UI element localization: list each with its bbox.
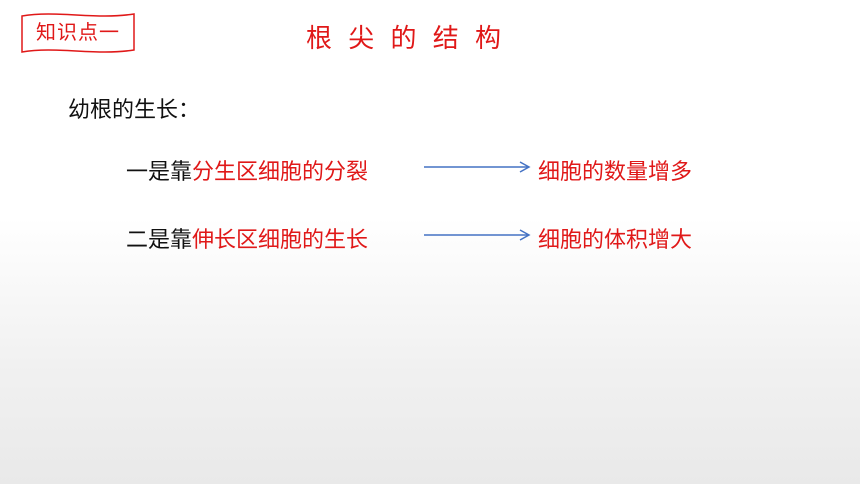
row-2-highlight: 伸长区细胞的生长 — [192, 228, 369, 253]
row-2-result: 细胞的体积增大 — [538, 228, 693, 253]
row-1-highlight: 分生区细胞的分裂 — [192, 160, 369, 185]
section-badge: 知识点一 — [16, 10, 140, 54]
row-1-prefix: 一是靠 — [126, 160, 193, 185]
ribbon-frame-icon — [21, 13, 135, 53]
row-1-result: 细胞的数量增多 — [538, 160, 693, 185]
slide-title: 根 尖 的 结 构 — [306, 24, 506, 54]
slide-subtitle: 幼根的生长： — [68, 98, 201, 123]
row-2-prefix: 二是靠 — [126, 228, 193, 253]
growth-row-2: 二是靠伸长区细胞的生长 — [126, 222, 368, 254]
growth-row-1: 一是靠分生区细胞的分裂 — [126, 154, 368, 186]
section-badge-label: 知识点一 — [36, 20, 120, 44]
arrow-right-icon — [424, 161, 531, 173]
arrow-right-icon — [424, 229, 531, 241]
